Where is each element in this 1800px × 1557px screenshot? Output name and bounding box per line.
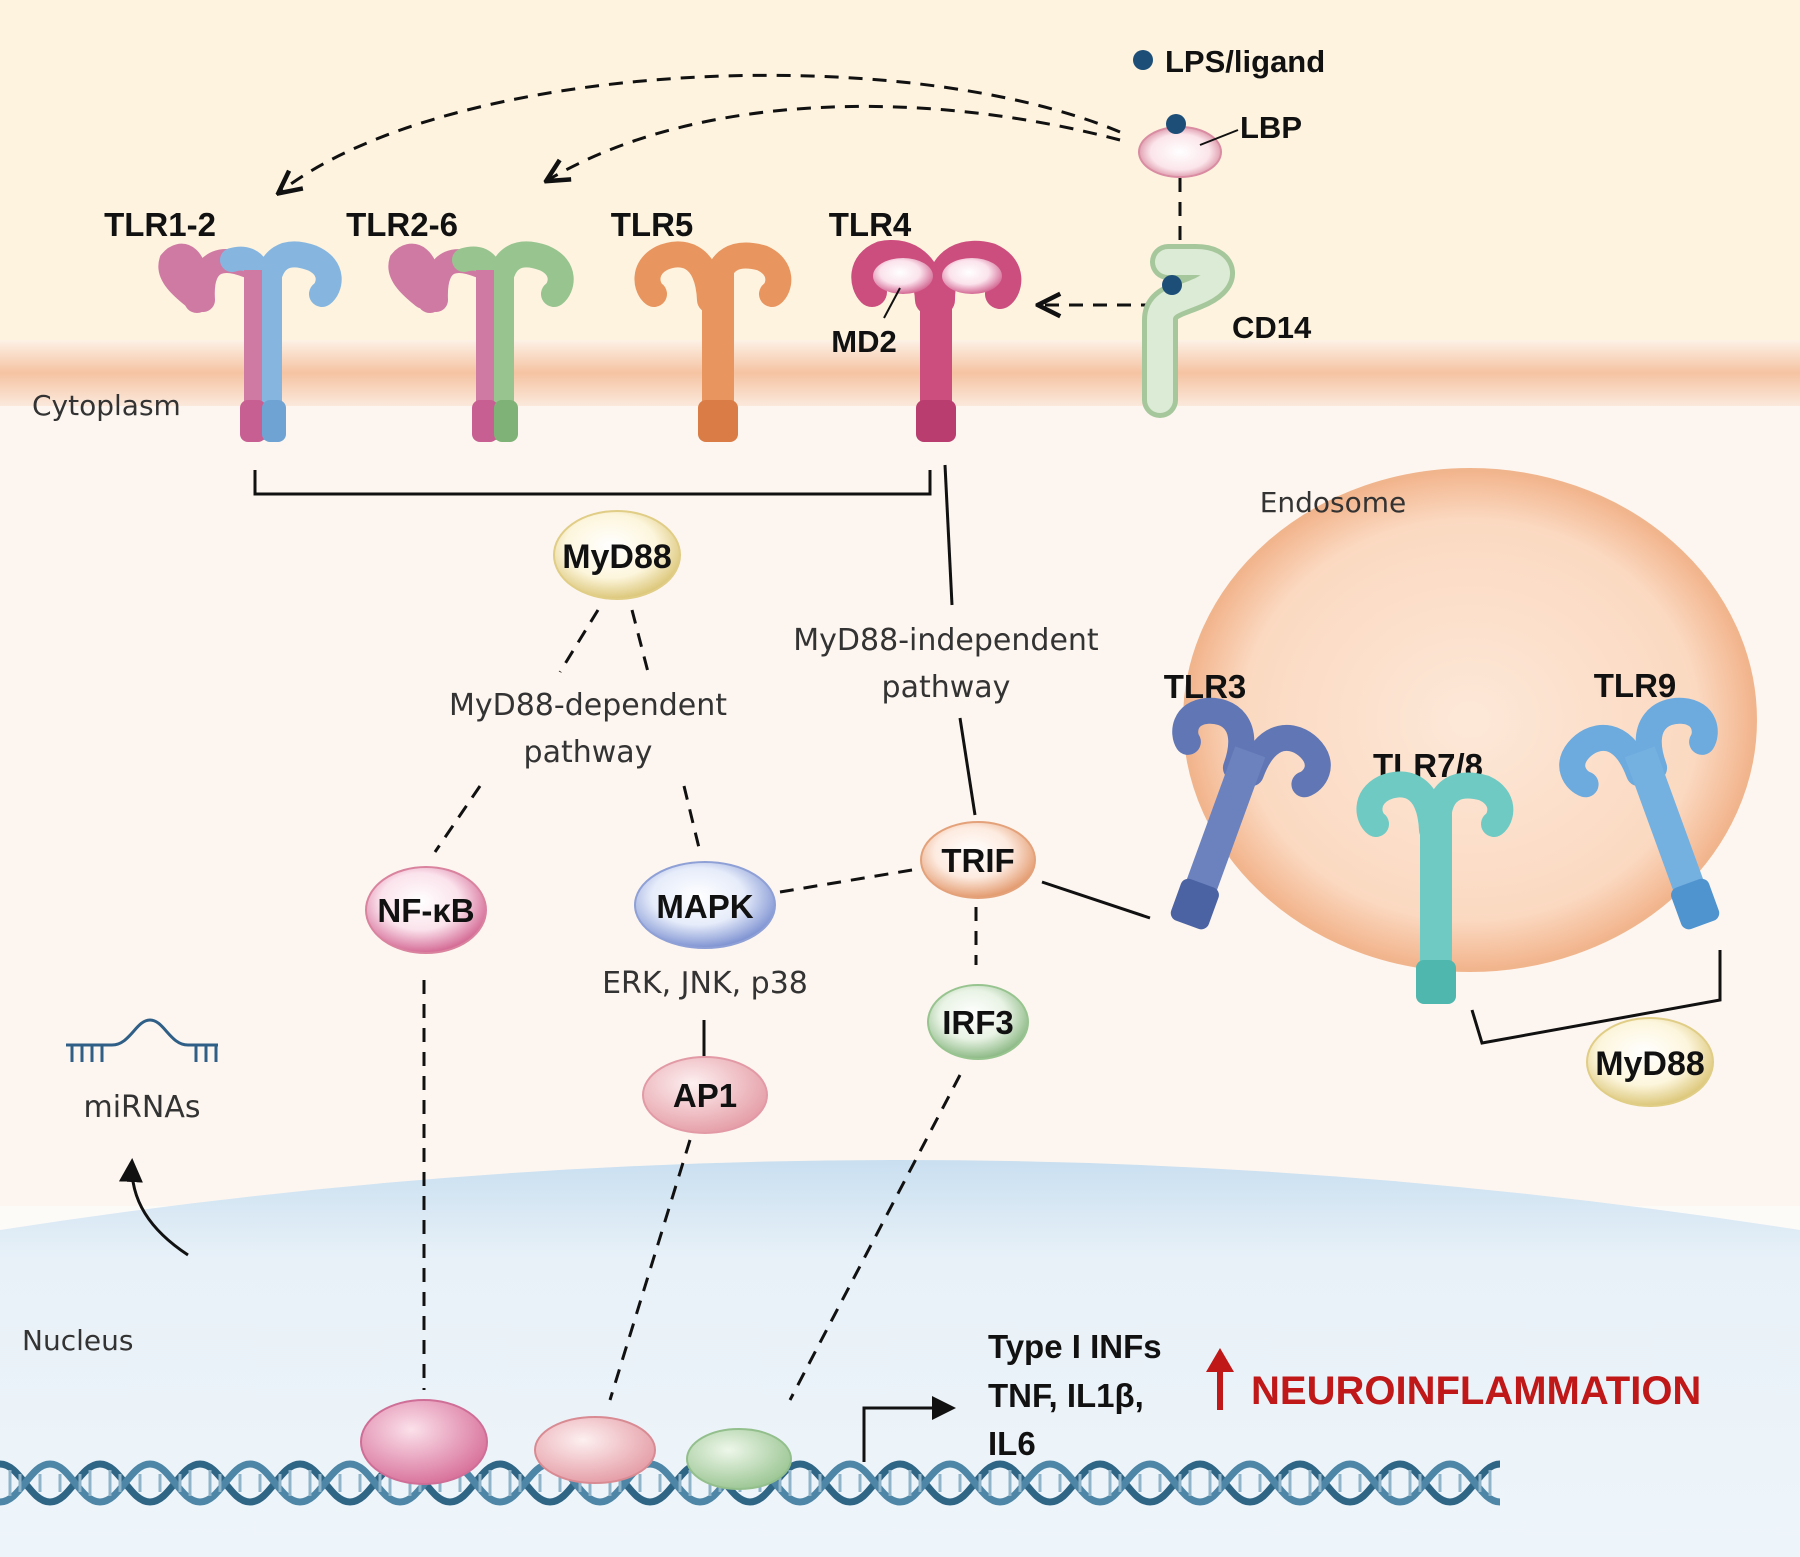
lps-dot-icon (1133, 50, 1153, 70)
mirna-icon (66, 1018, 218, 1062)
myd88-node (553, 510, 681, 600)
lps-label: LPS/ligand (1165, 44, 1325, 79)
output-line1: Type I INFs (988, 1328, 1162, 1365)
tlr7-8-receptor (1356, 771, 1514, 1004)
neuroinflammation-label: NEUROINFLAMMATION (1251, 1369, 1701, 1413)
irf3-to-dna-link (788, 1074, 962, 1401)
myd88-dependent-pathway-label: pathway (524, 735, 653, 770)
irf3-node (927, 984, 1029, 1060)
tlr1-2-receptor (158, 241, 342, 442)
irf3-label: IRF3 (942, 1004, 1014, 1041)
nfkb-node (365, 866, 487, 954)
mapk-subtypes-label: ERK, JNK, p38 (602, 966, 808, 1001)
irf3-on-dna (686, 1428, 792, 1490)
output-line3: IL6 (988, 1425, 1036, 1462)
ap1-node (642, 1056, 768, 1134)
nucleus-area (0, 1160, 1800, 1557)
tlr2-6-receptor (388, 241, 574, 442)
cytoplasm-label: Cytoplasm (32, 389, 181, 422)
trif-to-tlr3-link (1041, 880, 1151, 920)
trif-label: TRIF (941, 842, 1014, 879)
md2-label: MD2 (831, 324, 896, 359)
myd88-endosome-label: MyD88 (1595, 1045, 1705, 1083)
myd88-endosome-node (1586, 1017, 1714, 1107)
tlr3-receptor (1170, 697, 1331, 930)
myd88-dependent-label: MyD88-dependent (449, 688, 727, 723)
md2-protein (873, 258, 933, 294)
nucleus-label: Nucleus (22, 1324, 133, 1357)
lps-bound-cd14-icon (1162, 275, 1182, 295)
lbp-to-tlr2-6-arrow (548, 104, 1121, 180)
nfkb-label: NF-κB (377, 892, 474, 929)
lbp-protein (1138, 126, 1222, 178)
output-line2: TNF, IL1β, (988, 1377, 1144, 1414)
myd88-independent-pathway-label: pathway (882, 670, 1011, 705)
tlr4-label: TLR4 (829, 206, 912, 243)
ap1-to-dna-link (608, 1139, 692, 1401)
myd88-independent-label: MyD88-independent (793, 623, 1099, 658)
lbp-label: LBP (1240, 110, 1302, 145)
lps-bound-lbp-icon (1166, 114, 1186, 134)
endosome-label: Endosome (1260, 486, 1407, 519)
tlr1-2-label: TLR1-2 (104, 206, 216, 243)
ap1-label: AP1 (673, 1077, 737, 1114)
plasma-membrane (0, 340, 1800, 406)
nfkb-on-dna (360, 1399, 488, 1485)
mirnas-label: miRNAs (84, 1090, 201, 1125)
tlr9-receptor (1559, 697, 1720, 930)
tlr9-label: TLR9 (1594, 667, 1677, 704)
endosomal-tlr-bracket (1470, 950, 1722, 1045)
transcription-arrow (862, 1396, 956, 1462)
mapk-label: MAPK (656, 888, 753, 925)
ap1-on-dna (534, 1416, 656, 1484)
tlr5-receptor (634, 241, 792, 442)
tlr2-6-label: TLR2-6 (346, 206, 458, 243)
surface-tlr-bracket (253, 470, 932, 496)
tlr4-receptor (851, 240, 1022, 442)
increase-arrow-icon (1206, 1348, 1234, 1410)
tlr5-label: TLR5 (611, 206, 694, 243)
myd88-label: MyD88 (562, 538, 672, 576)
trif-node (920, 821, 1036, 899)
lbp-to-tlr1-2-arrow (280, 73, 1121, 192)
mirna-export-arrow (118, 1158, 189, 1257)
cd14-label: CD14 (1232, 310, 1312, 345)
mapk-node (634, 861, 776, 949)
